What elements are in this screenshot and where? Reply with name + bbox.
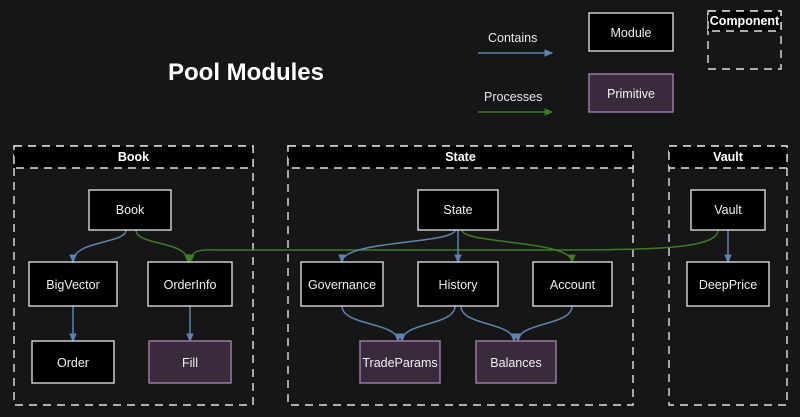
node-account-label: Account — [550, 278, 596, 292]
node-balances-label: Balances — [490, 356, 541, 370]
legend-processes: Processes — [478, 90, 554, 116]
edge-state-account — [461, 229, 576, 264]
node-state[interactable]: State — [417, 189, 499, 231]
legend-primitive-swatch: Primitive — [588, 73, 674, 113]
edge-governance-tradeparams — [341, 305, 402, 343]
legend-contains: Contains — [478, 31, 554, 57]
page-title: Pool Modules — [168, 59, 324, 86]
node-book-label: Book — [116, 203, 145, 217]
legend-processes-label: Processes — [484, 90, 542, 104]
node-fill-label: Fill — [182, 356, 198, 370]
edge-state-governance — [338, 229, 456, 264]
edge-account-balances — [514, 305, 573, 343]
node-bigvector-label: BigVector — [46, 278, 100, 292]
group-book: Book — [13, 145, 254, 406]
legend-module-swatch: Module — [588, 12, 674, 52]
node-balances[interactable]: Balances — [475, 340, 557, 384]
node-orderinfo-label: OrderInfo — [164, 278, 217, 292]
node-vault[interactable]: Vault — [690, 189, 766, 231]
node-deepprice[interactable]: DeepPrice — [686, 261, 770, 307]
node-vault-label: Vault — [714, 203, 742, 217]
node-tradeparams-label: TradeParams — [362, 356, 437, 370]
edge-book-orderinfo — [135, 229, 192, 264]
edge-history-tradeparams — [398, 305, 456, 343]
node-orderinfo[interactable]: OrderInfo — [147, 261, 233, 307]
node-governance-label: Governance — [308, 278, 376, 292]
edge-vault-orderinfo — [187, 229, 719, 264]
legend-contains-label: Contains — [488, 31, 537, 45]
group-vault-label: Vault — [713, 150, 744, 164]
node-account[interactable]: Account — [532, 261, 613, 307]
legend-component-label: Component — [710, 14, 780, 28]
node-book[interactable]: Book — [88, 189, 172, 231]
node-governance[interactable]: Governance — [300, 261, 384, 307]
group-book-label: Book — [118, 150, 149, 164]
node-history-label: History — [439, 278, 479, 292]
node-history[interactable]: History — [417, 261, 499, 307]
node-order[interactable]: Order — [31, 340, 115, 384]
edge-history-balances — [460, 305, 518, 343]
group-state: State — [287, 145, 634, 406]
legend-module-label: Module — [611, 26, 652, 40]
node-deepprice-label: DeepPrice — [699, 278, 757, 292]
node-state-label: State — [443, 203, 472, 217]
node-fill[interactable]: Fill — [148, 340, 232, 384]
legend-component-swatch: Component — [707, 10, 782, 70]
group-vault: Vault — [668, 145, 788, 406]
node-tradeparams[interactable]: TradeParams — [359, 340, 441, 384]
node-order-label: Order — [57, 356, 89, 370]
legend-primitive-label: Primitive — [607, 87, 655, 101]
node-bigvector[interactable]: BigVector — [28, 261, 118, 307]
group-state-label: State — [445, 150, 476, 164]
edge-book-bigvector — [69, 229, 127, 264]
